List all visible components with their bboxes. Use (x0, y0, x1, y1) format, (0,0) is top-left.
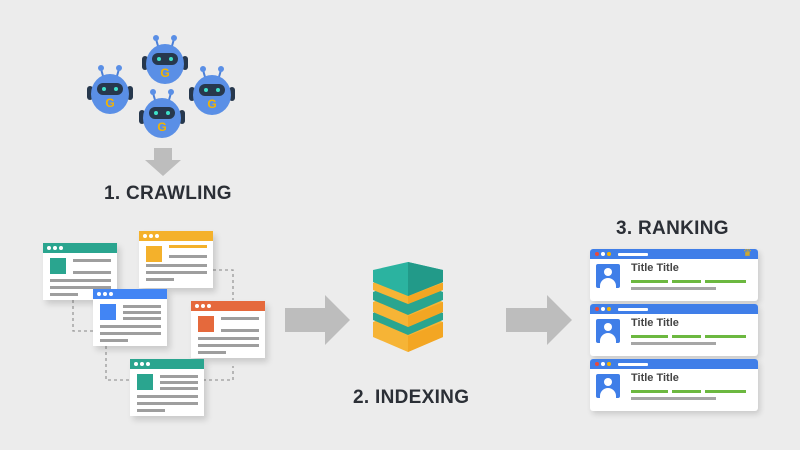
robot-icon (188, 65, 236, 116)
page-links (72, 269, 234, 381)
step-indexing-label: 2. INDEXING (353, 387, 470, 408)
avatar-icon (596, 374, 620, 398)
search-result-card: ♛ Title Title (590, 249, 758, 301)
robot-icon (141, 34, 189, 85)
robot-icon (86, 64, 134, 115)
result-title: Title Title (631, 262, 679, 274)
result-title: Title Title (631, 372, 679, 384)
arrow-right-icon (285, 295, 350, 345)
web-page (139, 231, 213, 288)
search-result-card: Title Title (590, 304, 758, 356)
web-page (130, 359, 204, 416)
index-database-icon (373, 262, 443, 352)
step-crawling-label: 1. CRAWLING (104, 183, 232, 204)
arrow-down-icon (145, 148, 181, 176)
search-result-card: Title Title (590, 359, 758, 411)
step-ranking-label: 3. RANKING (616, 218, 729, 239)
arrow-right-icon (506, 295, 572, 345)
web-page (191, 301, 265, 358)
result-title: Title Title (631, 317, 679, 329)
crown-icon: ♛ (743, 249, 752, 259)
avatar-icon (596, 264, 620, 288)
avatar-icon (596, 319, 620, 343)
web-page (93, 289, 167, 346)
robot-icon (138, 88, 186, 139)
